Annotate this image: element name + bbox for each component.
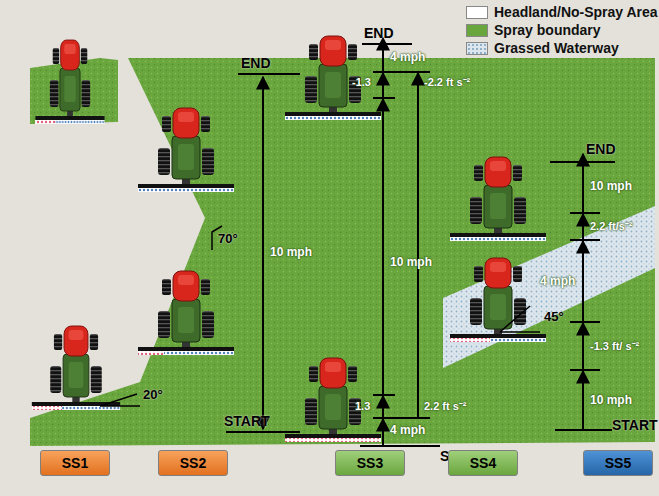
dimension-label: 70° [218,232,238,246]
rate-label: -2.2 ft s⁻² [424,76,470,88]
legend-text: Headland/No-Spray Area [494,4,658,20]
dimension-label: END [241,56,271,71]
scenario-label: SS4 [470,455,496,471]
scenario-label: SS1 [62,455,88,471]
rate-label: 2.2 ft/s⁻² [590,220,633,232]
rate-label: 10 mph [590,180,632,193]
rate-label: 4 mph [540,275,575,288]
scenario-box: SS4 [448,450,518,476]
scenario-box: SS5 [583,450,653,476]
legend-text: Spray boundary [494,22,601,38]
legend-entry: Headland/No-Spray Area [466,3,658,21]
rate-label: 2.2 ft s⁻² [424,400,467,412]
rate-label: 4 mph [390,51,425,64]
legend-swatch [466,42,488,55]
rate-label: 4 mph [390,424,425,437]
rate-label: -1.3 [352,76,371,88]
rate-label: 10 mph [590,394,632,407]
dimension-label: END [364,26,394,41]
legend-entry: Spray boundary [466,21,658,39]
rate-label: -1.3 ft/ s⁻² [590,340,639,352]
rate-label: 10 mph [390,256,432,269]
dimension-label: START [224,414,270,429]
legend: Headland/No-Spray AreaSpray boundaryGras… [466,3,658,57]
scenario-label: SS2 [180,455,206,471]
scenario-box: SS2 [158,450,228,476]
dimension-label: END [586,142,616,157]
legend-text: Grassed Waterway [494,40,619,56]
dimension-label: 45° [544,310,564,324]
rate-label: 10 mph [270,246,312,259]
dimension-label: START [612,418,658,433]
scenario-label: SS3 [357,455,383,471]
legend-swatch [466,6,488,19]
legend-swatch [466,24,488,37]
dimension-label: 20° [143,388,163,402]
scenario-label: SS5 [605,455,631,471]
scenario-box: SS3 [335,450,405,476]
rate-label: 1.3 [355,400,370,412]
legend-entry: Grassed Waterway [466,39,658,57]
scenario-box: SS1 [40,450,110,476]
